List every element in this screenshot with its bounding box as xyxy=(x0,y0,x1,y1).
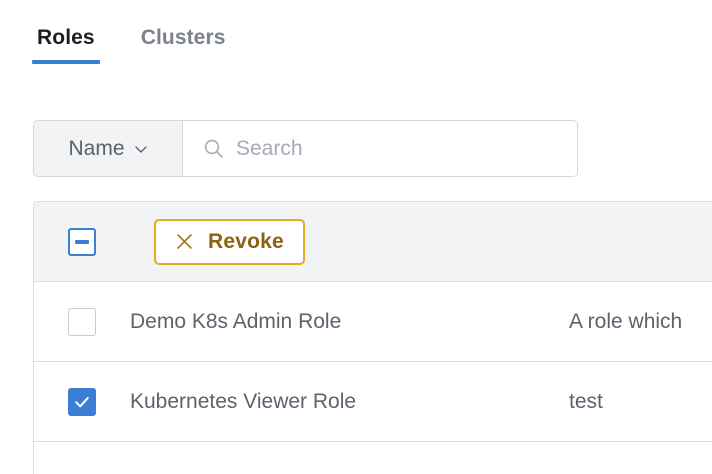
select-all-checkbox[interactable] xyxy=(68,227,96,256)
row-checkbox[interactable] xyxy=(68,307,96,336)
roles-table: Revoke Demo K8s Admin Role A role which … xyxy=(33,201,712,474)
x-icon xyxy=(175,232,194,251)
search-bar: Name xyxy=(33,120,578,177)
search-icon xyxy=(203,138,224,159)
tab-clusters[interactable]: Clusters xyxy=(137,24,230,64)
search-field-selector-label: Name xyxy=(68,136,125,160)
tab-bar: Roles Clusters xyxy=(32,24,230,64)
row-name: Demo K8s Admin Role xyxy=(130,309,342,333)
table-toolbar-row: Revoke xyxy=(34,202,712,282)
tab-clusters-label: Clusters xyxy=(140,26,226,49)
select-all-cell xyxy=(34,227,130,256)
row-select-cell xyxy=(34,387,130,416)
revoke-button-label: Revoke xyxy=(208,229,284,253)
row-select-cell xyxy=(34,307,130,336)
indeterminate-dash-icon xyxy=(75,239,89,244)
revoke-button[interactable]: Revoke xyxy=(154,218,305,265)
row-description: A role which xyxy=(569,309,683,333)
tab-roles-label: Roles xyxy=(37,26,95,49)
search-field-selector[interactable]: Name xyxy=(34,121,183,176)
search-input-wrapper[interactable] xyxy=(183,121,577,176)
row-checkbox[interactable] xyxy=(68,387,96,416)
check-icon xyxy=(75,396,89,407)
table-row[interactable]: Kubernetes Viewer Role test xyxy=(34,362,712,442)
row-description: test xyxy=(569,389,603,413)
table-row[interactable]: Demo K8s Admin Role A role which xyxy=(34,282,712,362)
chevron-down-icon xyxy=(134,142,148,156)
row-name: Kubernetes Viewer Role xyxy=(130,389,357,413)
table-row-partial[interactable] xyxy=(34,442,712,474)
search-input[interactable] xyxy=(236,136,566,161)
tab-roles[interactable]: Roles xyxy=(32,24,100,64)
